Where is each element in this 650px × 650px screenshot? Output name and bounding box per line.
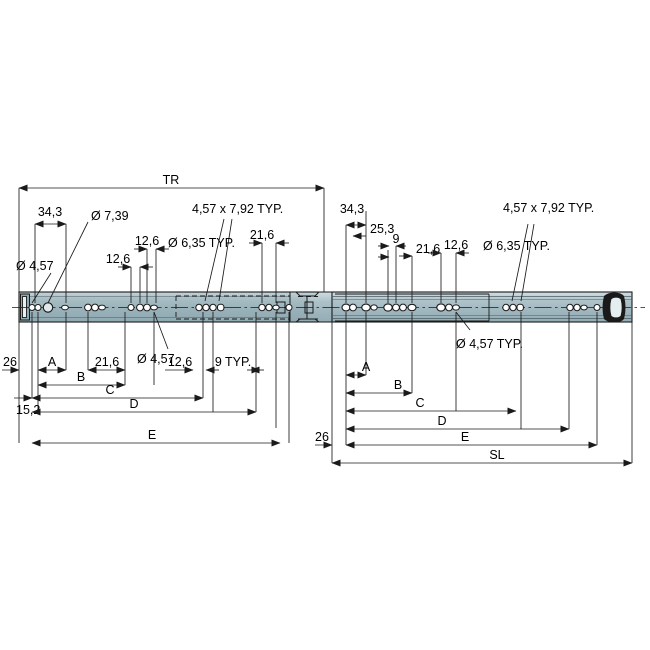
right-label-SL: SL (489, 448, 504, 462)
left-label-126-bottom: 12,6 (168, 355, 192, 369)
left-label-D: D (129, 397, 138, 411)
left-dim-126b (134, 245, 169, 303)
left-label-A: A (48, 355, 57, 369)
left-dim-B (37, 312, 126, 389)
right-dim-D (345, 312, 570, 433)
right-rail-end-cap (602, 292, 626, 323)
left-rail-body (12, 291, 330, 323)
right-rail-view: 34,3 25,3 9 21,6 12,6 (296, 201, 645, 467)
right-label-slot: 4,57 x 7,92 TYP. (503, 201, 594, 215)
right-leader-slot-b (520, 223, 535, 302)
right-dim-216 (399, 252, 413, 303)
left-rail-holes (28, 302, 293, 313)
right-label-26: 26 (315, 430, 329, 444)
left-leader-d739 (47, 221, 89, 304)
right-label-B: B (394, 378, 402, 392)
right-label-126: 12,6 (444, 238, 468, 252)
right-dim-343 (345, 211, 367, 303)
left-leader-bottom-d457 (153, 311, 169, 350)
right-label-216: 21,6 (416, 242, 440, 256)
left-label-126a: 12,6 (106, 252, 130, 266)
left-extension-lines (18, 312, 290, 443)
left-label-126b: 12,6 (135, 234, 159, 248)
left-label-TR: TR (163, 173, 180, 187)
right-label-343: 34,3 (340, 202, 364, 216)
left-label-d457: Ø 4,57 (16, 259, 54, 273)
right-label-9: 9 (393, 232, 400, 246)
left-label-216-bottom: 21,6 (95, 355, 119, 369)
right-rail-body (296, 291, 645, 323)
left-label-d635: Ø 6,35 TYP. (168, 236, 235, 250)
left-label-26: 26 (3, 355, 17, 369)
left-label-C: C (105, 383, 114, 397)
left-label-slot: 4,57 x 7,92 TYP. (192, 202, 283, 216)
right-dim-126 (428, 249, 469, 303)
left-dim-D (31, 312, 257, 416)
right-label-E: E (461, 430, 469, 444)
left-label-343: 34,3 (38, 205, 62, 219)
left-label-bottom-d457: Ø 4,57 (137, 352, 175, 366)
left-leader-slot-b (218, 218, 233, 302)
left-rail-tail (276, 291, 309, 323)
left-rail-view: TR 34,3 Ø 7,39 Ø 4,57 12,6 12,6 (2, 173, 330, 447)
left-leader-d457 (31, 272, 52, 304)
right-dim-9 (378, 242, 406, 303)
left-label-d739: Ø 7,39 (91, 209, 129, 223)
right-leader-slot-a (511, 223, 529, 302)
left-dim-343 (34, 220, 67, 303)
right-label-A: A (362, 360, 371, 374)
left-dim-TR (18, 184, 325, 292)
left-label-152: 15,2 (16, 403, 40, 417)
right-label-253: 25,3 (370, 222, 394, 236)
right-rail-holes (341, 303, 601, 312)
left-dim-126a (118, 263, 153, 303)
right-label-bottom-d457: Ø 4,57 TYP. (456, 337, 523, 351)
left-label-E: E (148, 428, 156, 442)
left-label-9typ: 9 TYP. (215, 355, 251, 369)
left-leader-slot-a (204, 218, 225, 302)
right-extension-lines (331, 312, 633, 463)
left-label-216-top: 21,6 (250, 228, 274, 242)
left-dim-216-top (249, 239, 289, 303)
right-label-C: C (415, 396, 424, 410)
left-dim-C (31, 312, 204, 402)
right-label-D: D (437, 414, 446, 428)
right-leader-bottom-d457 (455, 311, 471, 331)
right-label-d635: Ø 6,35 TYP. (483, 239, 550, 253)
left-label-B: B (77, 370, 85, 384)
